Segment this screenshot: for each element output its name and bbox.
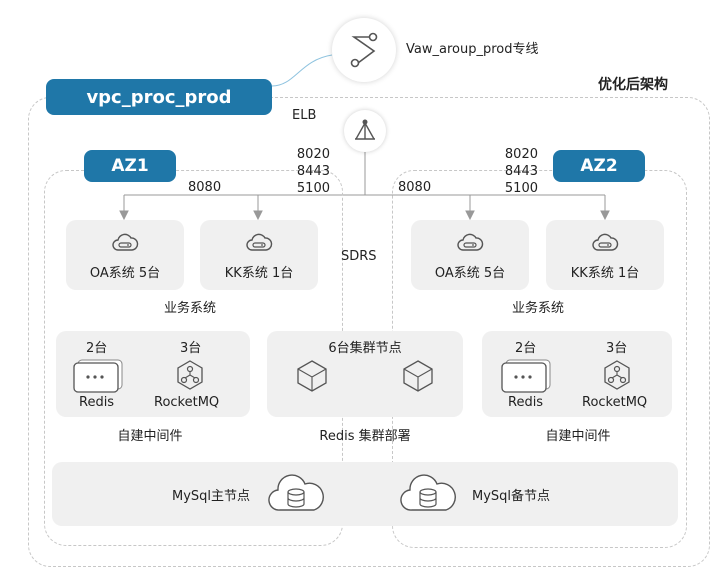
elb-icon — [344, 110, 386, 152]
cluster-node-icon — [297, 360, 327, 392]
az1-kk-card: KK系统 1台 — [200, 220, 318, 290]
mysql-standby-label: MySql备节点 — [472, 489, 551, 504]
port-label: 8443 — [504, 164, 538, 179]
mysql-primary-label: MySql主节点 — [172, 489, 251, 504]
port-label: 8020 — [296, 147, 330, 162]
az1-oa-card: OA系统 5台 — [66, 220, 184, 290]
mq-count: 3台 — [606, 341, 628, 356]
az1-middleware-card: 2台 3台 Redis RocketMQ — [56, 331, 250, 417]
port-label: 8443 — [296, 164, 330, 179]
az2-oa-card: OA系统 5台 — [411, 220, 529, 290]
app-label: KK系统 1台 — [224, 266, 294, 281]
az1-apps-caption: 业务系统 — [163, 301, 216, 316]
mq-count: 3台 — [180, 341, 202, 356]
redis-server-icon — [73, 359, 123, 393]
mysql-card: MySql主节点 MySql备节点 — [52, 462, 678, 526]
architecture-title: 优化后架构 — [598, 77, 668, 93]
az2-middleware-card: 2台 3台 Redis RocketMQ — [482, 331, 672, 417]
port-label: 8020 — [504, 147, 538, 162]
elb-label: ELB — [292, 108, 317, 123]
vm-icon — [457, 233, 484, 251]
redis-server-icon — [501, 359, 551, 393]
sdrs-label: SDRS — [341, 249, 377, 264]
az2-middleware-caption: 自建中间件 — [545, 429, 611, 444]
az2-apps-caption: 业务系统 — [511, 301, 564, 316]
az1-port-8080: 8080 — [188, 180, 222, 195]
rocketmq-icon — [604, 360, 630, 390]
app-label: OA系统 5台 — [434, 266, 506, 281]
az2-ports: 8020 8443 5100 — [498, 146, 538, 197]
vm-icon — [246, 233, 273, 251]
vpn-label: Vaw_aroup_prod专线 — [406, 42, 539, 57]
redis-label: Redis — [79, 395, 115, 410]
redis-count: 2台 — [86, 341, 108, 356]
vpc-frame — [28, 97, 710, 567]
az2-kk-card: KK系统 1台 — [546, 220, 664, 290]
az1-middleware-caption: 自建中间件 — [117, 429, 183, 444]
port-label: 5100 — [504, 181, 538, 196]
redis-cluster-title: 6台集群节点 — [328, 341, 402, 356]
vpc-tag: vpc_proc_prod — [46, 79, 272, 115]
redis-cluster-card: 6台集群节点 — [267, 331, 463, 417]
redis-label: Redis — [508, 395, 544, 410]
mysql-primary-icon — [268, 474, 324, 511]
app-label: OA系统 5台 — [89, 266, 161, 281]
vm-icon — [592, 233, 619, 251]
rocketmq-icon — [177, 360, 203, 390]
app-label: KK系统 1台 — [570, 266, 640, 281]
vm-icon — [112, 233, 139, 251]
rocketmq-label: RocketMQ — [582, 395, 648, 410]
redis-count: 2台 — [515, 341, 537, 356]
az1-tag: AZ1 — [84, 150, 176, 182]
cluster-node-icon — [403, 360, 433, 392]
vpn-connection-icon — [332, 18, 396, 82]
az2-tag: AZ2 — [553, 150, 645, 182]
redis-cluster-caption: Redis 集群部署 — [319, 429, 411, 444]
az1-ports: 8020 8443 5100 — [290, 146, 330, 197]
az2-port-8080: 8080 — [398, 180, 432, 195]
port-label: 5100 — [296, 181, 330, 196]
mysql-standby-icon — [400, 474, 456, 511]
rocketmq-label: RocketMQ — [154, 395, 220, 410]
